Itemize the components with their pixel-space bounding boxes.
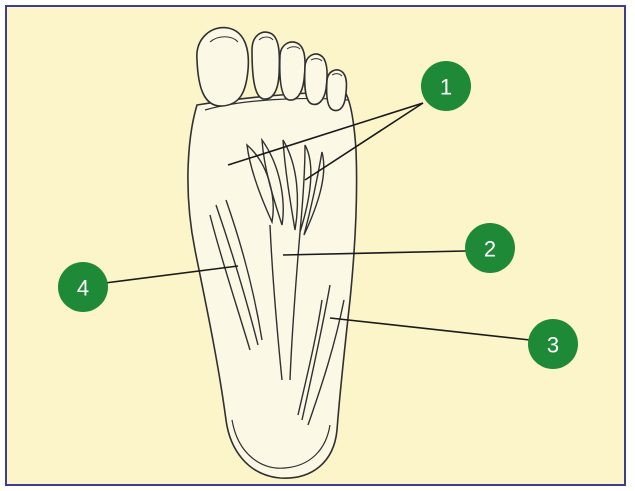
big-toe — [197, 28, 249, 106]
callout-2: 2 — [465, 223, 515, 273]
callout-3-label: 3 — [547, 333, 559, 358]
callout-4: 4 — [58, 262, 108, 312]
callout-1-label: 1 — [440, 75, 452, 100]
callout-3: 3 — [528, 319, 578, 369]
third-toe — [280, 42, 305, 100]
callout-1: 1 — [421, 61, 471, 111]
fourth-toe — [305, 54, 327, 104]
fifth-toe — [327, 70, 347, 111]
callout-2-label: 2 — [484, 237, 496, 262]
second-toe — [252, 32, 279, 99]
callout-4-label: 4 — [77, 276, 89, 301]
